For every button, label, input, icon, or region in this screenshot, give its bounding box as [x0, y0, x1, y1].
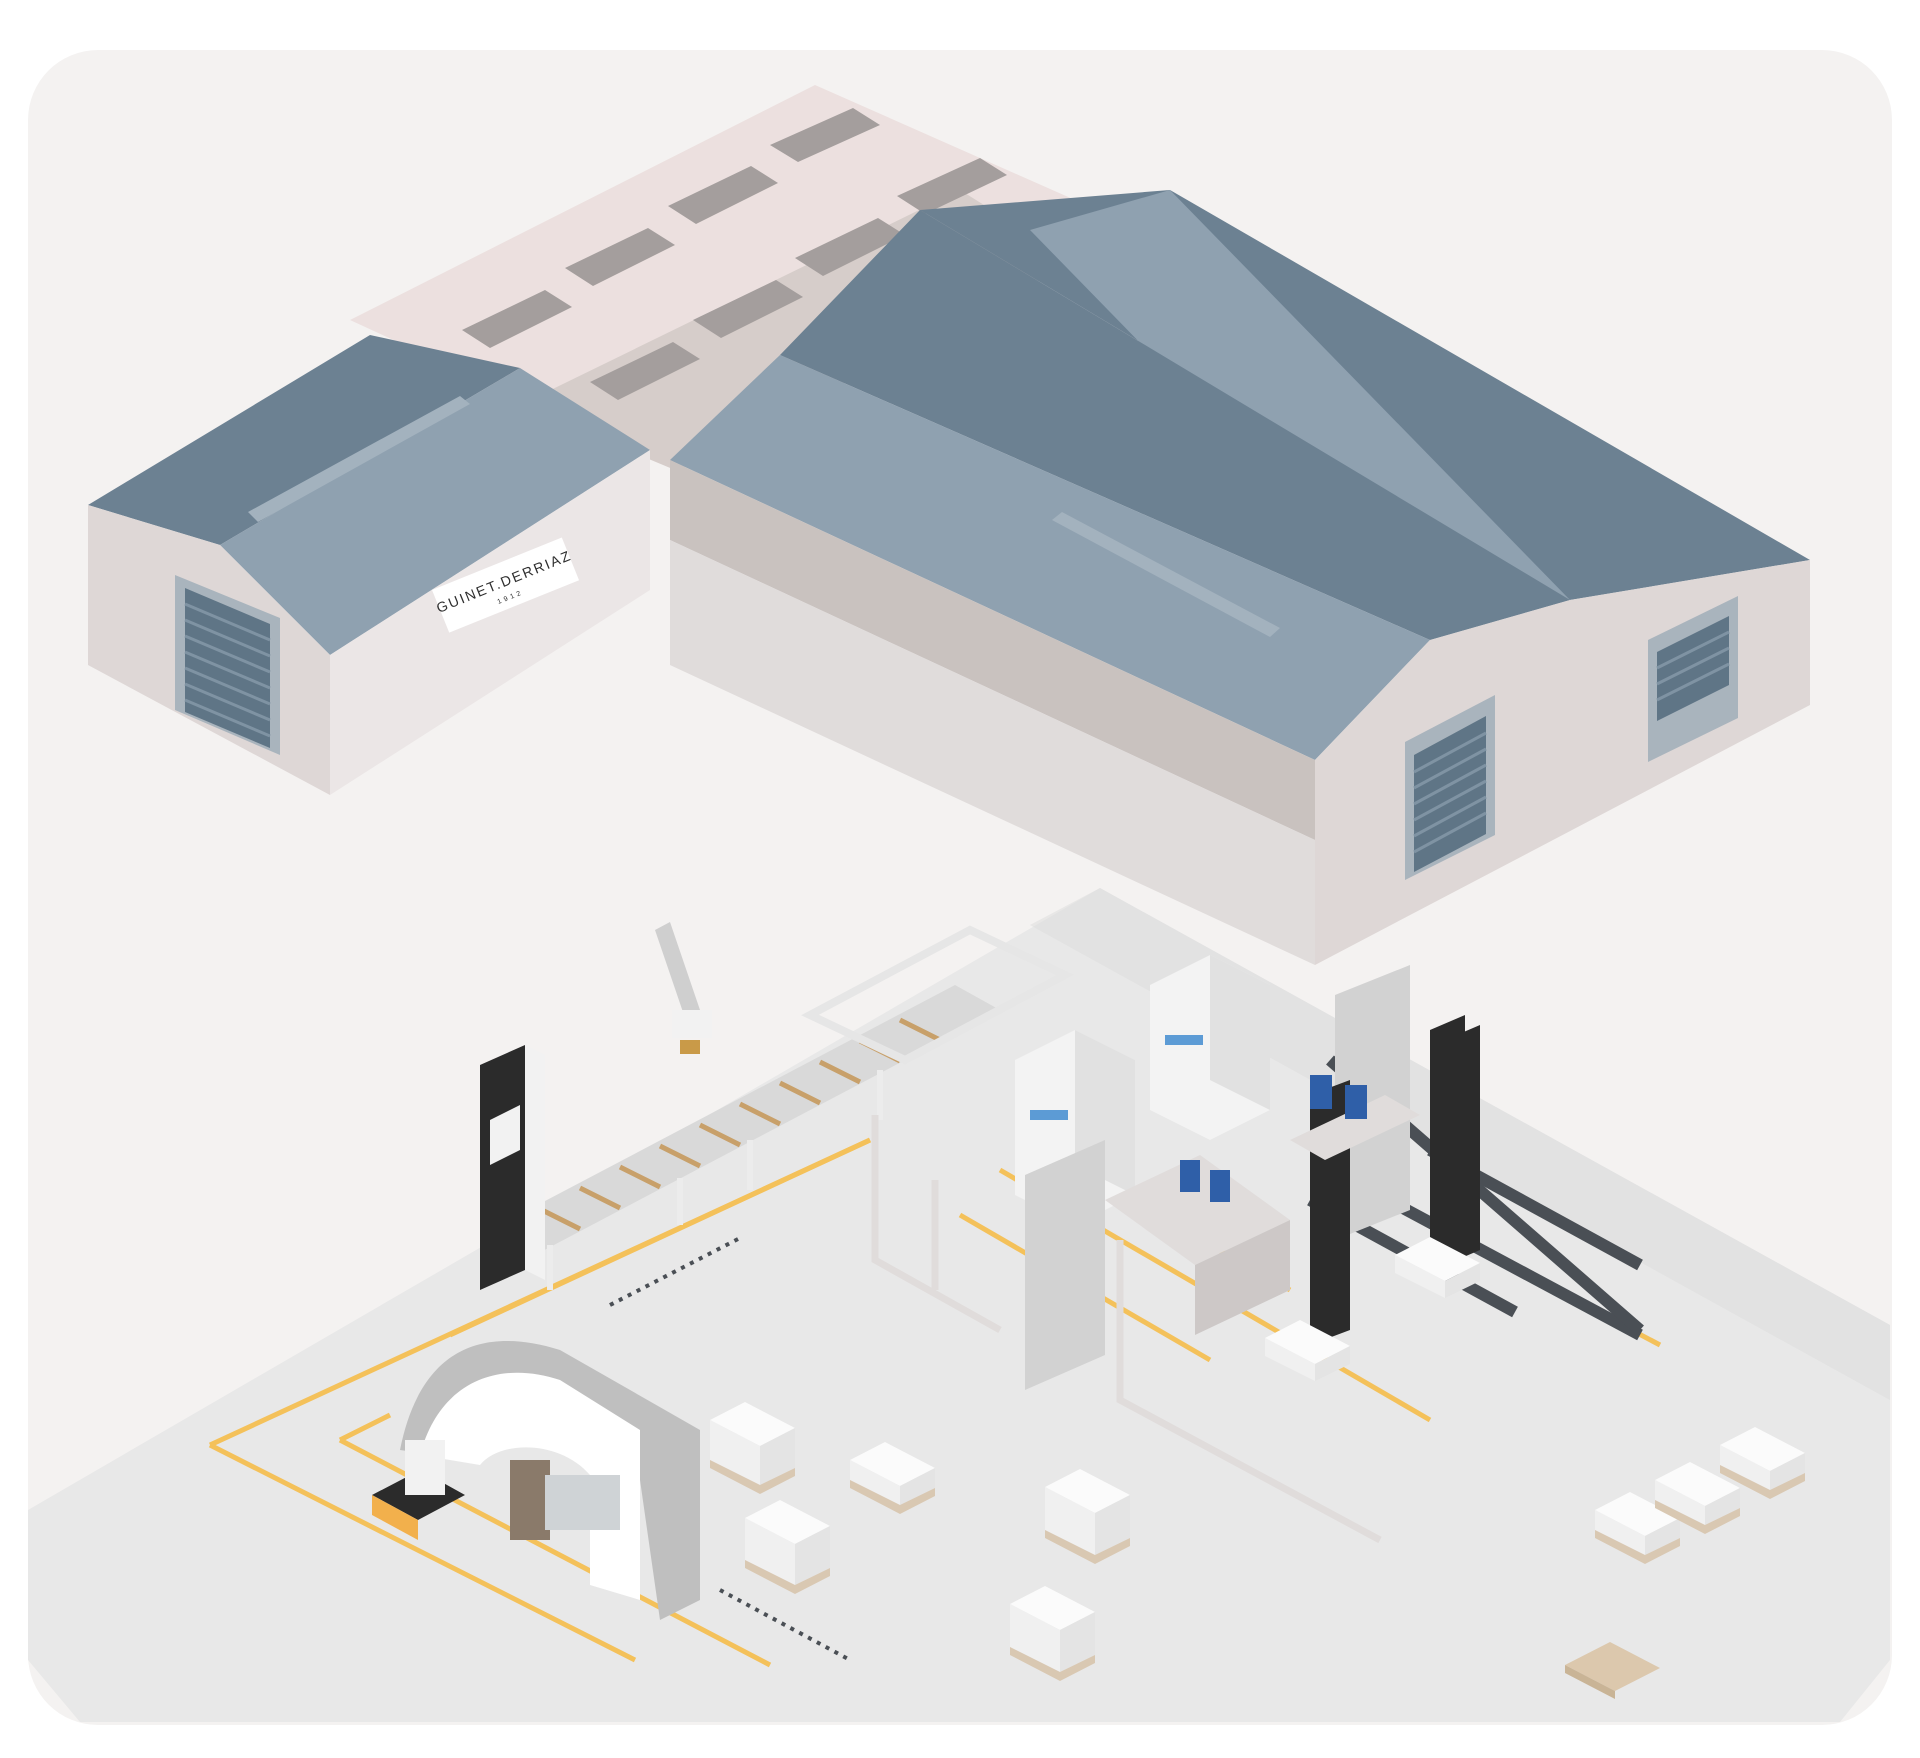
pallet: [745, 1500, 830, 1594]
right-main-door-slats: [1656, 630, 1730, 702]
glass-partitions: [871, 1115, 1382, 1544]
left-hall-roof-back: [88, 335, 520, 545]
grid-frame-rack: [801, 925, 1074, 1065]
work-tables: [1105, 1095, 1420, 1335]
left-hall-roof-strip: [248, 396, 470, 522]
main-hall-door-left: [1414, 716, 1486, 872]
vertical-lifter-left: [480, 1045, 545, 1290]
production-line: [208, 922, 1805, 1699]
blue-robot-arms: [1180, 1075, 1367, 1202]
floor-dashes: [609, 1236, 851, 1662]
pallet: [1595, 1492, 1680, 1564]
main-hall-side-wall: [670, 540, 1315, 965]
main-hall-roof-strip: [1052, 512, 1280, 637]
pallet: [1045, 1469, 1130, 1564]
roller-conveyor: [490, 985, 1000, 1255]
conveyor-legs: [547, 1070, 883, 1290]
pallet: [1010, 1586, 1095, 1681]
connector-roof: [350, 85, 1075, 440]
wrapping-tunnel: [400, 1340, 700, 1620]
factory-building: GUINET.DERRIAZ 1912: [88, 85, 1810, 965]
main-hall-side-wall-top: [670, 460, 1315, 840]
skylights: [462, 108, 1007, 400]
left-door-slats: [184, 602, 271, 738]
main-hall-mid-roof: [780, 210, 1570, 640]
pallet: [1395, 1237, 1480, 1298]
pallet: [710, 1402, 795, 1494]
overhead-robot-arm: [655, 922, 712, 1054]
left-hall-side-wall: [330, 450, 650, 795]
left-main-door-slats: [1413, 731, 1487, 854]
agv-vehicle: [372, 1440, 465, 1540]
left-hall-roof-front: [220, 368, 650, 655]
empty-pallet: [1565, 1642, 1660, 1699]
pallet: [1720, 1427, 1805, 1499]
pallet: [850, 1442, 935, 1514]
pallets: [710, 1237, 1805, 1699]
pallet: [1265, 1320, 1350, 1381]
main-hall-front-roof: [670, 355, 1430, 760]
pallet: [1655, 1462, 1740, 1534]
